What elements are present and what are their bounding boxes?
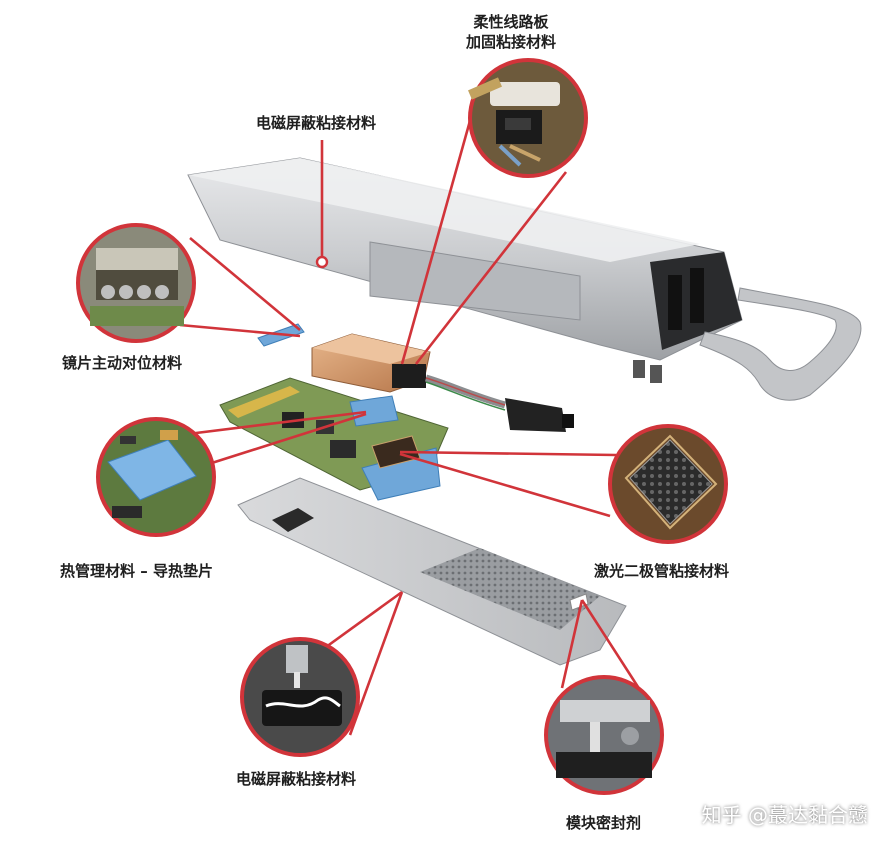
callout-line-flex-right bbox=[414, 171, 568, 365]
zoom-circle-laser bbox=[608, 424, 728, 544]
label-emi-bottom: 电磁屏蔽粘接材料 bbox=[236, 770, 357, 788]
callout-line-emi-bottom-left bbox=[314, 590, 403, 657]
fiber-cable bbox=[425, 374, 574, 432]
callout-line-laser-bottom bbox=[399, 452, 611, 518]
zoom-circle-emi-bottom bbox=[240, 637, 360, 757]
callout-lines bbox=[179, 84, 642, 736]
zoom-circle-sealant bbox=[544, 675, 664, 795]
copper-optical-block bbox=[311, 333, 431, 393]
label-thermal: 热管理材料 – 导热垫片 bbox=[60, 562, 213, 580]
zoom-circle-thermal bbox=[96, 417, 216, 537]
label-flex-pcb-line1: 柔性线路板 bbox=[473, 13, 549, 31]
label-emi-top: 电磁屏蔽粘接材料 bbox=[256, 114, 377, 132]
label-sealant: 模块密封剂 bbox=[566, 814, 642, 832]
callout-line-thermal-bottom bbox=[195, 412, 367, 470]
callout-line-sealant-right bbox=[580, 599, 642, 691]
callout-line-laser-top bbox=[399, 450, 617, 457]
label-flex-pcb: 柔性线路板 加固粘接材料 bbox=[466, 12, 556, 52]
callout-line-flex-left bbox=[400, 84, 482, 365]
zoom-circle-lens bbox=[76, 223, 196, 343]
label-laser: 激光二极管粘接材料 bbox=[594, 562, 730, 580]
bottom-plate bbox=[237, 477, 627, 666]
watermark: 知乎 @蕞达黏合戆 bbox=[701, 803, 868, 827]
zoom-circle-flex-pcb bbox=[468, 58, 588, 178]
top-housing bbox=[187, 157, 862, 401]
callout-line-emi-bottom-right bbox=[348, 591, 404, 736]
label-lens: 镜片主动对位材料 bbox=[62, 354, 183, 372]
callout-line-thermal-top bbox=[179, 410, 367, 437]
callout-line-lens-top bbox=[189, 237, 301, 331]
label-flex-pcb-line2: 加固粘接材料 bbox=[466, 33, 557, 51]
callout-line-lens-bottom bbox=[179, 323, 301, 338]
pcb-board bbox=[219, 377, 449, 501]
callout-anchor-emi-top bbox=[315, 255, 329, 269]
callout-line-sealant-left bbox=[560, 599, 584, 689]
